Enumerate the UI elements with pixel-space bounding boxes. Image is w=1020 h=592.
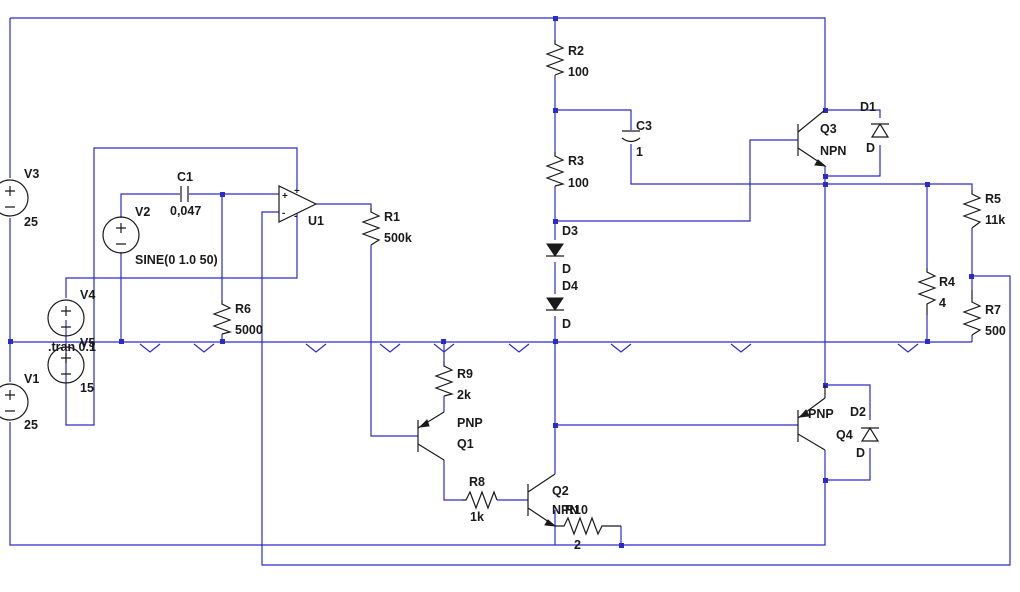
capacitor-c1[interactable]: C1 0,047 [170,170,201,218]
d1-name-label: D1 [860,100,876,114]
c1-value-label: 0,047 [170,204,201,218]
source-v3[interactable]: V3 25 [0,167,39,229]
ground-symbols [139,343,919,353]
diode-d2[interactable]: D2 D [850,405,880,460]
r4-name-label: R4 [939,275,955,289]
r7-value-label: 500 [985,324,1006,338]
v2-name-label: V2 [135,205,150,219]
opamp-u1[interactable]: + - + - U1 [278,185,324,228]
diode-d3[interactable]: D3 D [546,224,578,276]
d4-name-label: D4 [562,279,578,293]
r10-value-label: 2 [574,538,581,552]
r5-name-label: R5 [985,192,1001,206]
r4-value-label: 4 [939,296,946,310]
opamp-plus-sign: + [282,191,288,202]
c3-name-label: C3 [636,119,652,133]
transistor-q3[interactable]: Q3 NPN [797,109,846,167]
r5-value-label: 11k [985,213,1005,227]
v3-name-label: V3 [24,167,39,181]
r3-name-label: R3 [568,154,584,168]
q1-value-label: PNP [457,416,483,430]
q3-value-label: NPN [820,144,846,158]
source-v2[interactable]: V2 SINE(0 1.0 50) [102,205,218,267]
resistor-r5[interactable]: R5 11k [962,190,1005,229]
transistor-q2[interactable]: Q2 NPN [527,473,578,527]
resistor-r9[interactable]: R9 2k [434,362,473,402]
source-v1[interactable]: V1 25 [0,372,39,432]
d3-name-label: D3 [562,224,578,238]
resistor-r2[interactable]: R2 100 [545,40,589,79]
tran-directive[interactable]: .tran 0.1 [48,340,96,354]
r8-value-label: 1k [470,510,484,524]
v5-name-label: V5 [80,336,95,350]
resistor-r1[interactable]: R1 500k [361,208,412,246]
transistor-q4[interactable]: PNP Q4 [797,385,853,451]
d4-value-label: D [562,317,571,331]
resistor-r7[interactable]: R7 500 [962,290,1006,338]
diode-d1[interactable]: D1 D [860,100,890,155]
d3-value-label: D [562,262,571,276]
wires [9,17,1011,566]
q1-name-label: Q1 [457,437,474,451]
r1-name-label: R1 [384,210,400,224]
source-v4[interactable]: V4 [47,288,95,337]
q3-name-label: Q3 [820,122,837,136]
v1-value-label: 25 [24,418,38,432]
q2-name-label: Q2 [552,484,569,498]
opamp-minus-sign: - [282,208,285,219]
c3-value-label: 1 [636,145,643,159]
resistor-r6[interactable]: R6 5000 [212,300,263,337]
r10-name-label: R10 [565,503,588,517]
r3-value-label: 100 [568,176,589,190]
junctions [8,16,974,548]
r2-name-label: R2 [568,44,584,58]
v5-value-label: 15 [80,381,94,395]
r6-name-label: R6 [235,302,251,316]
opamp-vminus-sign: - [294,211,297,222]
capacitor-c3[interactable]: C3 1 [621,119,652,159]
resistor-r10[interactable]: R10 2 [560,503,621,552]
resistor-r3[interactable]: R3 100 [545,152,589,190]
resistor-r4[interactable]: R4 4 [917,268,955,315]
resistor-r8[interactable]: R8 1k [462,475,498,524]
v2-value-label: SINE(0 1.0 50) [135,253,218,267]
diode-d4[interactable]: D4 D [546,279,578,331]
d1-value-label: D [866,141,875,155]
r1-value-label: 500k [384,231,412,245]
opamp-vplus-sign: + [294,186,300,197]
v3-value-label: 25 [24,215,38,229]
c1-name-label: C1 [177,170,193,184]
d2-value-label: D [856,446,865,460]
u1-name-label: U1 [308,214,324,228]
transistor-q1[interactable]: PNP Q1 [417,411,483,461]
v1-name-label: V1 [24,372,39,386]
q4-name-label: Q4 [836,428,853,442]
r7-name-label: R7 [985,303,1001,317]
source-v5[interactable]: V5 15 [47,336,95,395]
r6-value-label: 5000 [235,323,263,337]
d2-name-label: D2 [850,405,866,419]
r9-value-label: 2k [457,388,471,402]
v4-name-label: V4 [80,288,95,302]
r2-value-label: 100 [568,65,589,79]
r9-name-label: R9 [457,367,473,381]
r8-name-label: R8 [469,475,485,489]
q4-value-label: PNP [808,407,834,421]
q2-value-label: NPN [552,503,578,517]
